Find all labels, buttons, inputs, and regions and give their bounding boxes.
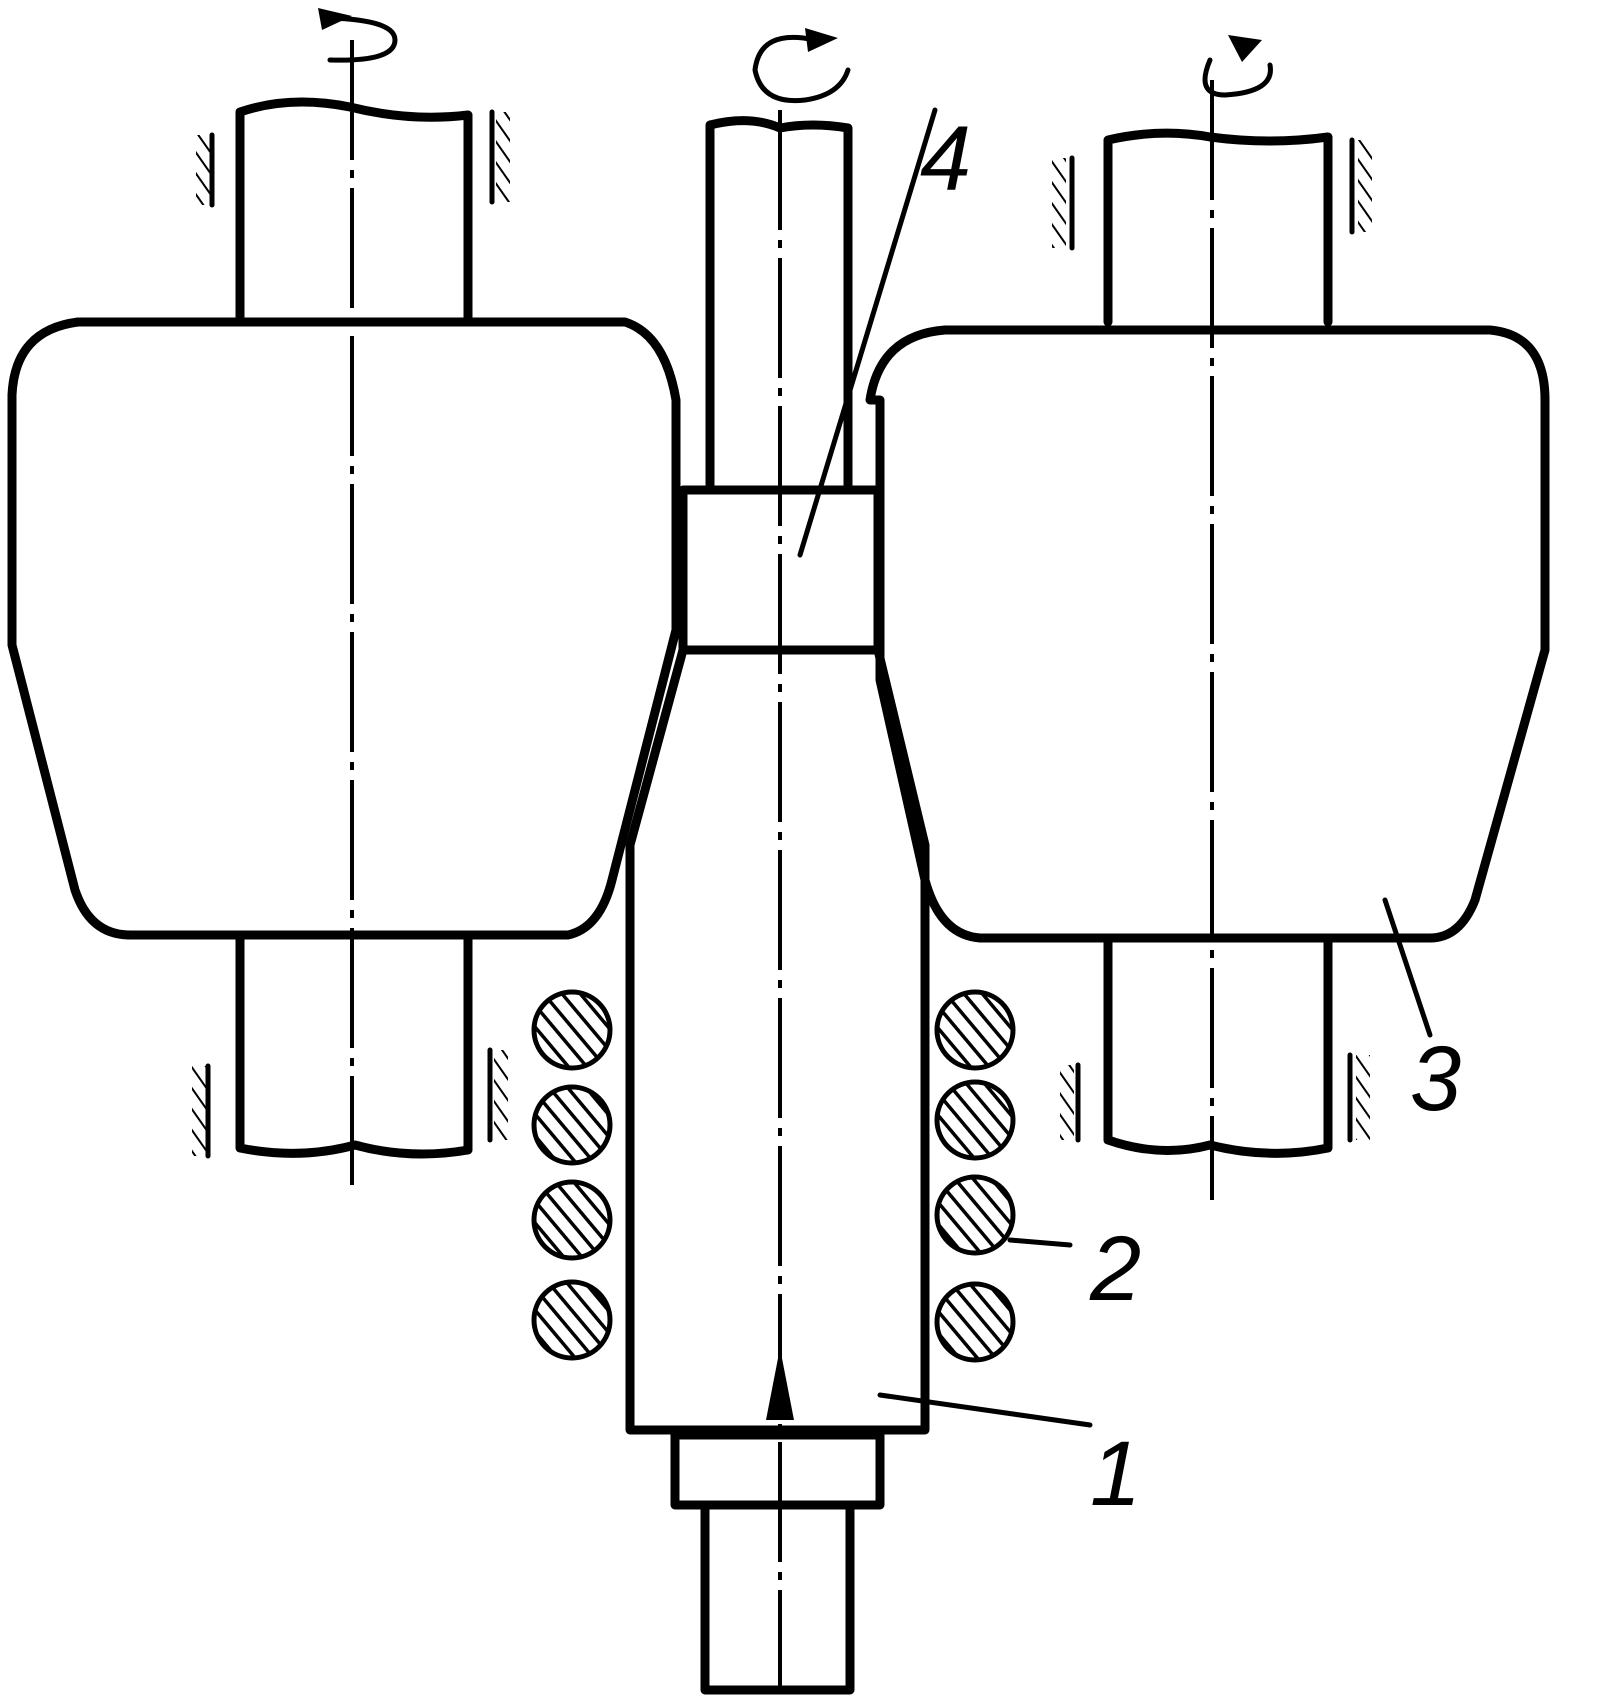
bearing-mark [496,112,510,202]
feed-arrow-icon [766,1348,794,1420]
coil-turn [934,1281,1016,1363]
arrowhead [318,8,352,30]
leader-2 [1007,1237,1073,1248]
bearing-mark [196,135,210,205]
bearing-mark [1060,1065,1074,1140]
leader-3 [1382,897,1433,1038]
right-roll-body [865,325,1550,943]
right-roll-lower-shaft [1103,933,1333,1158]
pusher-rod [700,1500,855,1695]
coil-turn [934,989,1016,1071]
workpiece-holder [670,1430,885,1510]
arrowhead [805,28,838,52]
coil-turn [531,989,613,1071]
coil-turn [531,1279,613,1361]
bearing-mark [1052,158,1066,248]
label-heating-coil: 2 [1089,1218,1141,1320]
leader-lines [797,107,1433,1428]
left-roll-bearings [192,109,510,1159]
arrowhead [1228,35,1262,62]
right-roll-bearings [1052,137,1372,1143]
right-roll-upper-shaft [1103,128,1333,327]
workpiece-assembly [625,28,930,1695]
left-roll-assembly [7,8,681,1185]
bearing-mark [1358,140,1372,232]
label-roll: 3 [1410,1028,1461,1130]
label-deformation-zone: 4 [920,108,971,210]
label-workpiece: 1 [1090,1423,1141,1525]
left-roll-body [7,317,681,940]
bearing-mark [494,1050,508,1140]
heating-coil [531,989,1016,1363]
coil-turn [934,1079,1016,1161]
leader-1 [877,1392,1093,1428]
bearing-mark [192,1066,206,1156]
bearing-mark [1356,1055,1370,1140]
right-rotation-arrow-icon [1202,57,1273,98]
coil-turn [934,1174,1016,1256]
leader-4 [797,107,938,558]
workpiece-rotation-arrow-icon [752,34,851,104]
left-roll-lower-shaft [235,933,473,1159]
left-rotation-arrow-icon [327,15,398,63]
coil-turn [531,1084,613,1166]
workpiece-body [625,645,930,1435]
coil-turn [531,1179,613,1261]
right-roll-assembly [865,35,1550,1200]
